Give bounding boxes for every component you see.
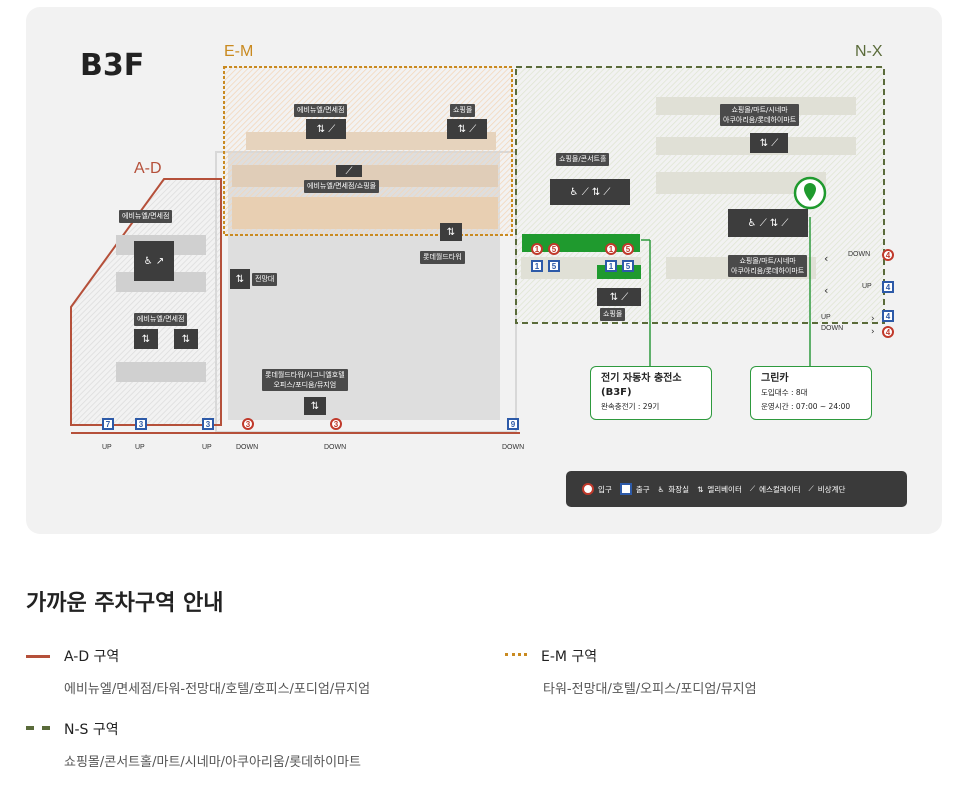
greencar-callout-title: 그린카	[761, 373, 789, 384]
guide-item-name: N-S 구역	[64, 722, 119, 738]
facility-nx-shopping-bottom[interactable]: 쇼핑몰	[600, 308, 626, 321]
elevator-icon: ⇅	[304, 397, 326, 415]
facility-ad-bottom[interactable]: 에비뉴엘/면세점	[134, 313, 188, 326]
direction-label: UP	[135, 444, 145, 451]
direction-label: UP	[202, 444, 212, 451]
entry-marker[interactable]: 3	[242, 418, 254, 430]
direction-label: DOWN	[502, 444, 525, 451]
zone-em-line-icon	[505, 653, 527, 659]
facility-lotte-tower[interactable]: 롯데월드타워	[420, 251, 465, 264]
floor-title: B3F	[80, 48, 145, 83]
restroom-icon: ♿ ↗	[134, 241, 174, 281]
emergency-stairs-icon: ⟋	[808, 484, 814, 493]
restroom-icon: ♿ ⟋ ⇅ ⟋	[550, 179, 630, 205]
ev-entry-marker[interactable]: 1	[605, 243, 617, 255]
elevator-icon: ⇅	[174, 329, 198, 349]
map-panel: ‹ ‹ › › B3F A-D E-M N-X 에비뉴엘/면세점 ♿ ↗ 에비뉴…	[26, 7, 942, 534]
facility-observatory[interactable]: 전망대	[252, 273, 278, 286]
zone-ns-line-icon	[26, 725, 50, 733]
restroom-icon: ♿ ⟋ ⇅ ⟋	[728, 209, 808, 237]
guide-item-desc: 타워-전망대/호텔/오피스/포디엄/뮤지엄	[543, 682, 757, 697]
elevator-icon: ⇅	[134, 329, 158, 349]
ev-callout: 전기 자동차 충전소(B3F) 완속충전기 : 29기	[590, 366, 712, 420]
elevator-icon: ⇅ ⟋	[597, 288, 641, 306]
legend-entry: 입구	[598, 484, 612, 494]
guide-item-desc: 쇼핑몰/콘서트홀/마트/시네마/아쿠아리움/롯데하이마트	[64, 755, 361, 770]
svg-text:›: ›	[871, 314, 875, 324]
svg-text:‹: ‹	[824, 252, 828, 265]
ev-entry-marker[interactable]: 1	[531, 243, 543, 255]
zone-label-em: E-M	[224, 43, 254, 60]
guide-item-ad: A-D 구역	[26, 646, 119, 666]
facility-ad-top[interactable]: 에비뉴엘/면세점	[119, 210, 173, 223]
escalator-icon: ⟋	[749, 484, 756, 493]
facility-em-right[interactable]: 쇼핑몰	[450, 104, 476, 117]
exit-marker[interactable]: 4	[882, 310, 894, 322]
direction-label: DOWN	[324, 444, 347, 451]
exit-marker[interactable]: 9	[507, 418, 519, 430]
greencar-callout-sub2: 운영시간 : 07:00 ~ 24:00	[761, 402, 851, 411]
entry-marker[interactable]: 3	[330, 418, 342, 430]
facility-nx-mid[interactable]: 쇼핑몰/마트/시네마 아쿠아리움/롯데하이마트	[728, 255, 808, 277]
entry-marker[interactable]: 4	[882, 326, 894, 338]
entry-marker[interactable]: 4	[882, 249, 894, 261]
exit-marker[interactable]: 7	[102, 418, 114, 430]
direction-label: UP	[821, 314, 831, 321]
facility-tower-complex[interactable]: 롯데월드타워/시그니엘호텔 오피스/포디움/뮤지엄	[262, 369, 348, 391]
ev-entry-marker[interactable]: 5	[622, 243, 634, 255]
elevator-icon: ⇅	[230, 269, 250, 289]
ev-exit-marker[interactable]: 5	[622, 260, 634, 272]
map-legend: 입구 출구 ♿화장실 ⇅엘리베이터 ⟋에스컬레이터 ⟋비상계단	[566, 471, 907, 507]
greencar-callout-sub1: 도입대수 : 8대	[761, 388, 808, 397]
ev-entry-marker[interactable]: 5	[548, 243, 560, 255]
direction-label: DOWN	[848, 251, 871, 258]
exit-legend-icon	[619, 483, 632, 495]
direction-label: DOWN	[236, 444, 259, 451]
svg-text:›: ›	[871, 327, 875, 337]
floor-plan: ‹ ‹ › ›	[70, 66, 885, 434]
direction-label: UP	[862, 283, 872, 290]
ev-exit-marker[interactable]: 1	[605, 260, 617, 272]
elevator-icon: ⇅ ⟋	[306, 119, 346, 139]
elevator-icon: ⇅ ⟋	[750, 133, 788, 153]
facility-nx-top[interactable]: 쇼핑몰/마트/시네마 아쿠아리움/롯데하이마트	[720, 104, 800, 126]
svg-text:‹: ‹	[824, 284, 828, 297]
ev-callout-sub: 완속충전기 : 29기	[601, 402, 660, 411]
legend-restroom: 화장실	[668, 484, 690, 494]
elevator-icon: ⇅	[697, 484, 704, 494]
zone-ad-line-icon	[26, 654, 50, 658]
guide-title: 가까운 주차구역 안내	[26, 591, 224, 616]
zone-label-ad: A-D	[134, 160, 162, 177]
restroom-icon: ♿	[657, 484, 665, 494]
greencar-callout: 그린카 도입대수 : 8대 운영시간 : 07:00 ~ 24:00	[750, 366, 872, 420]
guide-item-desc: 에비뉴엘/면세점/타워-전망대/호텔/호피스/포디엄/뮤지엄	[64, 682, 371, 697]
elevator-icon: ⇅	[440, 223, 462, 241]
direction-label: DOWN	[821, 325, 844, 332]
legend-escalator: 에스컬레이터	[759, 484, 801, 494]
exit-marker[interactable]: 3	[135, 418, 147, 430]
ev-exit-marker[interactable]: 5	[548, 260, 560, 272]
ev-exit-marker[interactable]: 1	[531, 260, 543, 272]
legend-emergency: 비상계단	[817, 484, 846, 494]
direction-label: UP	[102, 444, 112, 451]
facility-em-esc[interactable]: 에비뉴엘/면세점/쇼핑몰	[304, 180, 380, 193]
guide-item-name: A-D 구역	[64, 649, 120, 665]
legend-exit: 출구	[635, 484, 650, 494]
exit-marker[interactable]: 3	[202, 418, 214, 430]
guide-item-name: E-M 구역	[541, 649, 598, 665]
facility-em-left[interactable]: 에비뉴엘/면세점	[294, 104, 348, 117]
exit-marker[interactable]: 4	[882, 281, 894, 293]
ev-callout-title: 전기 자동차 충전소(B3F)	[601, 373, 682, 398]
zone-label-nx: N-X	[855, 43, 883, 60]
guide-item-ns: N-S 구역	[26, 719, 119, 739]
guide-item-em: E-M 구역	[505, 646, 597, 666]
legend-elevator: 엘리베이터	[707, 484, 742, 494]
elevator-icon: ⇅ ⟋	[447, 119, 487, 139]
facility-nx-concert[interactable]: 쇼핑몰/콘서트홀	[556, 153, 610, 166]
escalator-icon: ⟋	[336, 165, 362, 177]
entry-legend-icon	[582, 483, 594, 495]
